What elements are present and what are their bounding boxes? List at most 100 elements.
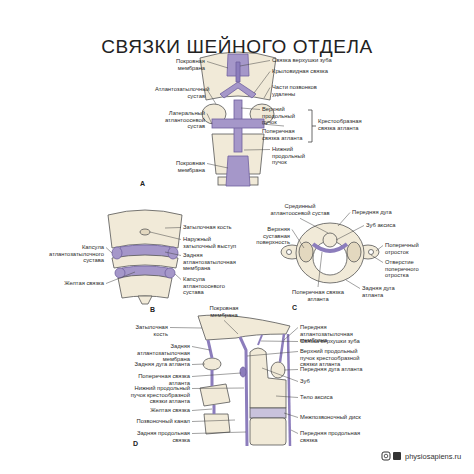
part-label: Тело аксиса	[300, 394, 370, 401]
part-label: Отверстие поперечного отростка	[385, 259, 435, 279]
leader-line	[241, 108, 260, 110]
leader-line	[300, 218, 328, 233]
part-label: Верхний продольный пучок крестообразной …	[300, 348, 370, 368]
apical-ligament	[236, 62, 240, 82]
part-label: Зуб	[300, 378, 370, 385]
leader-line	[192, 409, 212, 411]
articular-surface	[299, 242, 313, 262]
leader-line	[170, 327, 202, 329]
part-label: Связка верхушки зуба	[300, 338, 370, 345]
leader-line	[207, 62, 228, 69]
part-label: Покровная мембрана	[202, 305, 246, 318]
foramen	[369, 250, 374, 255]
leader-line	[192, 432, 246, 434]
leader-line	[207, 164, 228, 169]
part-label: Затылочная кость	[128, 324, 168, 337]
leader-line	[192, 388, 244, 390]
articular-surface	[347, 242, 361, 262]
leader-line	[106, 248, 112, 254]
leader-line	[376, 246, 383, 252]
axis-lamina	[200, 384, 230, 406]
leader-line	[192, 347, 210, 351]
atlas-ring	[296, 223, 364, 283]
part-label: Верхний продольный пучок	[262, 106, 306, 126]
part-label: Передняя дуга	[352, 209, 392, 216]
panel-b-figure	[108, 210, 182, 304]
part-label: Капсула атлантоосевого сустава	[183, 276, 238, 296]
part-label: Желтая связка	[59, 280, 104, 287]
leader-line	[318, 252, 322, 287]
tectorial-membrane	[226, 156, 250, 186]
leader-line	[284, 328, 298, 341]
part-label: Капсула атлантозатылочного сустава	[49, 244, 104, 264]
leader-line	[244, 149, 270, 151]
part-label: Позвоночный канал	[128, 418, 190, 425]
panel-letter: D	[133, 440, 143, 448]
posterior-arch	[203, 358, 221, 370]
axis	[118, 275, 172, 298]
c3-lamina	[204, 414, 230, 434]
leader-line	[261, 341, 298, 343]
part-label: Задняя дуга атланта	[362, 285, 407, 298]
foramen	[287, 250, 292, 255]
leader-line	[247, 352, 298, 357]
part-label: Передняя дуга атланта	[300, 366, 370, 373]
part-label: Нижний продольный пучок	[272, 146, 317, 166]
leader-line	[207, 90, 216, 105]
anterior-ligament	[288, 334, 290, 446]
leader-line	[192, 420, 235, 422]
panel-letter: C	[292, 304, 302, 312]
part-label: Наружный затылочный выступ	[183, 236, 238, 249]
spinous-process	[138, 296, 152, 304]
part-label: Связка верхушки зуба	[272, 57, 347, 64]
part-label: Поперечная связка атланта	[128, 373, 190, 386]
leader-line	[262, 368, 298, 382]
membrane	[280, 334, 284, 362]
leader-line	[371, 255, 383, 263]
leader-line	[338, 213, 350, 227]
part-label: Желтая связка	[128, 407, 190, 414]
occipital-bone	[108, 210, 182, 248]
yellow-ligament	[212, 370, 214, 414]
occipital-bone	[198, 315, 290, 340]
disc	[250, 408, 286, 418]
part-label: Покровная мембрана	[159, 160, 205, 173]
part-label: Задняя атлантозатылочная мембрана	[128, 343, 190, 363]
part-label: Покровная мембрана	[159, 58, 205, 71]
part-label: Задняя атлантозатылочная мембрана	[183, 252, 238, 272]
leader-line	[192, 373, 241, 377]
posterior-ligament	[240, 337, 247, 446]
leader-line	[276, 396, 298, 398]
leader-line	[291, 430, 298, 434]
title: СВЯЗКИ ШЕЙНОГО ОТДЕЛА	[0, 36, 474, 58]
instagram-icon	[382, 452, 390, 460]
part-label: Задняя дуга атланта	[128, 361, 190, 368]
part-label: Поперечная связка атланта	[290, 289, 346, 302]
part-label: Межпозвоночный диск	[300, 414, 370, 421]
part-label: Крыловидная связка	[272, 68, 347, 75]
part-label: Части позвонков удалены	[272, 84, 327, 97]
part-label: Атлантозатылочный сустав	[155, 86, 205, 99]
leader-line	[240, 61, 270, 67]
capsule	[165, 268, 175, 278]
leader-line	[207, 114, 212, 125]
protuberance	[140, 229, 150, 235]
leader-line	[264, 88, 270, 99]
membrane	[208, 340, 212, 358]
panel-letter: A	[140, 180, 150, 188]
part-label: Поперечный отросток	[385, 242, 430, 255]
part-label: Зуб аксиса	[366, 222, 406, 229]
leader-line	[346, 280, 360, 289]
part-label: Передняя продольная связка	[300, 430, 370, 443]
part-label: Крестообразная связка атланта	[318, 118, 370, 131]
leader-line	[292, 230, 304, 249]
watermark: physiosapiens.ru	[405, 453, 471, 462]
panel-c-figure	[281, 223, 379, 283]
transverse-ligament	[313, 244, 347, 251]
part-label: Поперечная связка атланта	[262, 128, 306, 141]
facebook-icon	[393, 452, 401, 460]
leader-line	[224, 320, 238, 334]
leader-line	[165, 227, 181, 229]
occipital-bone	[200, 52, 276, 100]
